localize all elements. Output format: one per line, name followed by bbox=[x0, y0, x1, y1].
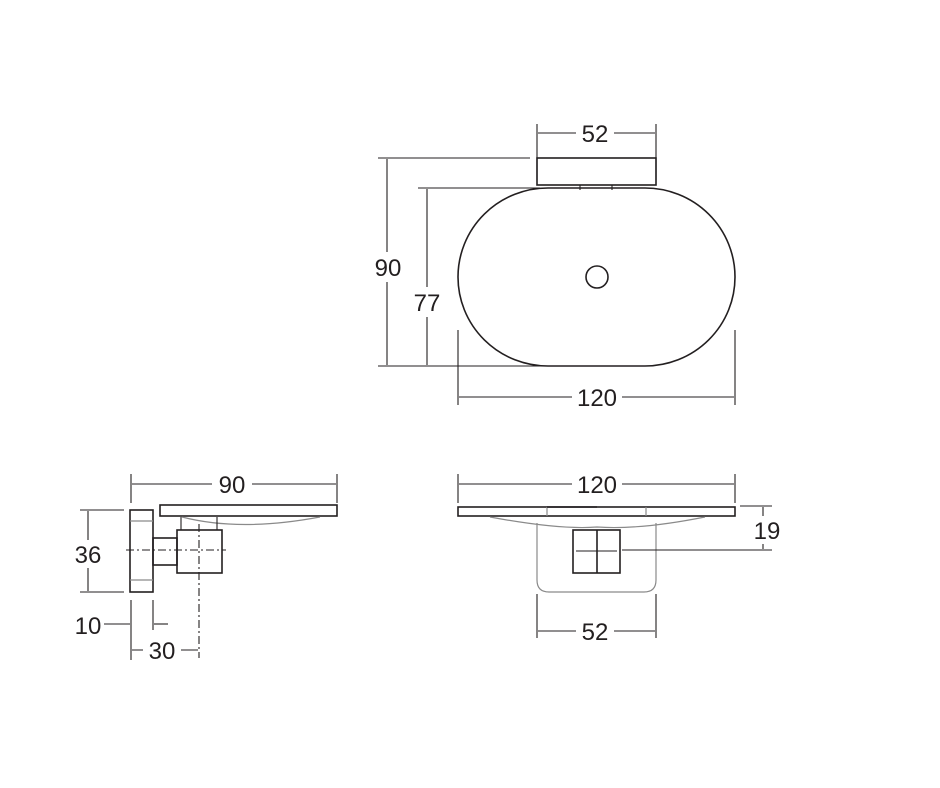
dimension-90-top: 90 bbox=[370, 157, 600, 367]
svg-text:90: 90 bbox=[219, 472, 246, 499]
drain-hole bbox=[585, 265, 609, 289]
tray-side bbox=[159, 504, 338, 517]
svg-text:77: 77 bbox=[414, 290, 441, 317]
svg-text:90: 90 bbox=[375, 255, 402, 282]
tray-front bbox=[457, 506, 736, 517]
dimension-90-side: 90 bbox=[130, 471, 338, 503]
side-view: 90 36 10 30 bbox=[70, 471, 338, 665]
svg-text:120: 120 bbox=[577, 385, 617, 412]
dimension-30-side: 30 bbox=[132, 637, 198, 665]
front-view: 120 19 52 bbox=[457, 471, 782, 646]
dimension-10-side: 10 bbox=[75, 600, 168, 660]
dimension-120-front: 120 bbox=[457, 471, 736, 503]
dimension-36-side: 36 bbox=[70, 509, 124, 593]
svg-text:19: 19 bbox=[754, 518, 781, 545]
svg-text:10: 10 bbox=[75, 613, 102, 640]
top-view: 52 90 77 120 bbox=[370, 120, 736, 412]
dimension-19-front: 19 bbox=[740, 505, 782, 549]
dimension-77-top: 77 bbox=[409, 187, 540, 365]
dimension-52-front: 52 bbox=[536, 594, 657, 646]
wall-bracket-top bbox=[536, 157, 657, 186]
svg-text:52: 52 bbox=[582, 121, 609, 148]
dimension-120-top: 120 bbox=[457, 330, 736, 412]
svg-text:30: 30 bbox=[149, 638, 176, 665]
dimension-52-top: 52 bbox=[536, 120, 657, 180]
svg-text:36: 36 bbox=[75, 542, 102, 569]
svg-text:52: 52 bbox=[582, 619, 609, 646]
svg-text:120: 120 bbox=[577, 472, 617, 499]
oval-tray bbox=[457, 187, 736, 367]
